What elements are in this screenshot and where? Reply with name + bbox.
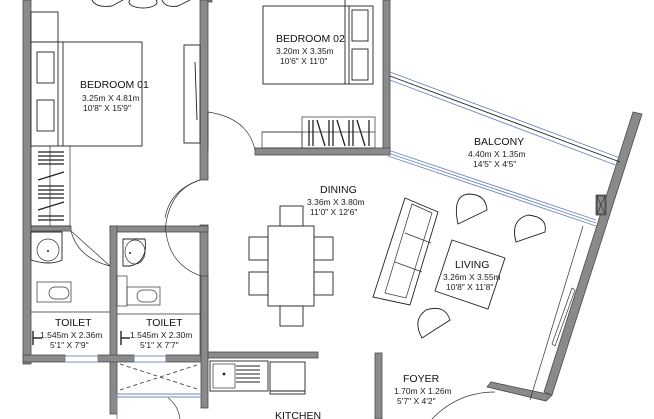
toilet1-name: TOILET (55, 317, 92, 329)
toilet1-metric: 1.545m X 2.36m (40, 330, 102, 340)
bedroom01-imperial: 10'8" X 15'9" (83, 103, 131, 113)
bedroom01: BEDROOM 01 3.25m X 4.81m 10'8" X 15'9" (30, 0, 201, 227)
bedroom02-metric: 3.20m X 3.35m (276, 46, 334, 56)
bedroom02-imperial: 10'6" X 11'0" (280, 56, 327, 66)
balcony-name: BALCONY (474, 136, 524, 148)
windows (64, 71, 621, 419)
dining-imperial: 11'0" X 12'6" (310, 207, 357, 217)
dining: DINING 3.36m X 3.80m 11'0" X 12'6" (164, 179, 365, 327)
bedroom02-name: BEDROOM 02 (276, 33, 345, 45)
living-metric: 3.26m X 3.55m (443, 272, 501, 282)
toilet2-metric: 1.545m X 2.30m (130, 330, 192, 340)
balcony: BALCONY 4.40m X 1.35m 14'5" X 4'5" (468, 136, 606, 215)
living: LIVING 3.26m X 3.55m 10'8" X 11'8" (372, 193, 584, 401)
bedroom01-metric: 3.25m X 4.81m (82, 93, 140, 103)
balcony-imperial: 14'5" X 4'5" (473, 159, 516, 169)
bedroom02: BEDROOM 02 3.20m X 3.35m 10'6" X 11'0" (207, 0, 376, 151)
toilet2: TOILET 1.545m X 2.30m 5'1" X 7'7" (116, 231, 202, 350)
toilet2-name: TOILET (146, 317, 183, 329)
dining-name: DINING (320, 184, 357, 196)
kitchen: KITCHEN (209, 360, 321, 419)
toilet1-imperial: 5'1" X 7'9" (50, 340, 89, 350)
foyer-name: FOYER (403, 373, 440, 385)
balcony-metric: 4.40m X 1.35m (468, 149, 526, 159)
foyer-imperial: 5'7" X 4'2" (397, 396, 436, 406)
foyer-metric: 1.70m X 1.26m (394, 386, 452, 396)
foyer: FOYER 1.70m X 1.26m 5'7" X 4'2" (394, 373, 496, 419)
living-name: LIVING (455, 259, 489, 271)
living-imperial: 10'8" X 11'8" (446, 282, 493, 292)
dining-metric: 3.36m X 3.80m (307, 197, 365, 207)
walls (22, 0, 643, 419)
bedroom01-name: BEDROOM 01 (80, 79, 149, 91)
kitchen-name: KITCHEN (275, 410, 321, 419)
toilet1: TOILET 1.545m X 2.36m 5'1" X 7'9" (30, 230, 111, 350)
utility-shaft (119, 363, 201, 419)
toilet2-imperial: 5'1" X 7'7" (140, 340, 179, 350)
